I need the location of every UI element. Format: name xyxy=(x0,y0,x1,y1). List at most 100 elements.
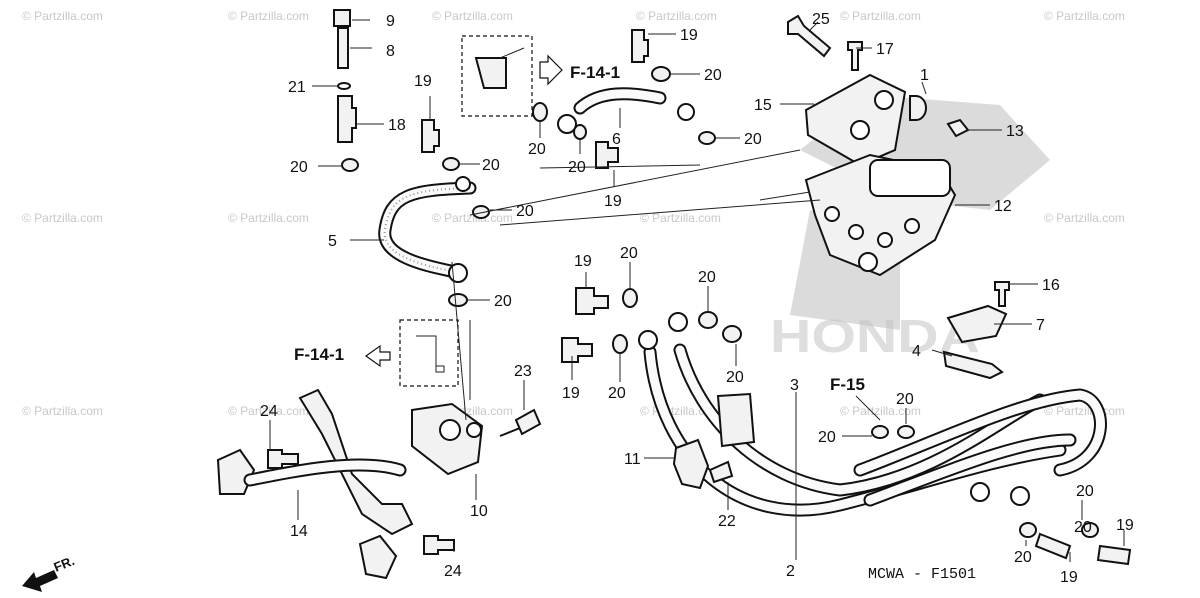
callout-15: 15 xyxy=(754,97,772,114)
callout-20: 20 xyxy=(896,391,914,408)
callout-14: 14 xyxy=(290,523,308,540)
callout-20: 20 xyxy=(704,67,722,84)
callout-3: 3 xyxy=(790,377,799,394)
callout-2: 2 xyxy=(786,563,795,580)
callout-6: 6 xyxy=(612,131,621,148)
bolt-24 xyxy=(423,535,455,555)
brake-hose-5 xyxy=(378,176,477,283)
callout-20: 20 xyxy=(290,159,308,176)
callout-22: 22 xyxy=(718,513,736,530)
callout-24: 24 xyxy=(444,563,462,580)
stay-14-arm xyxy=(298,388,414,536)
stay-plate-4 xyxy=(942,350,1004,380)
reference-arrow-icon xyxy=(539,54,563,86)
callout-20: 20 xyxy=(528,141,546,158)
callout-19: 19 xyxy=(574,253,592,270)
clamp-11 xyxy=(672,438,710,490)
watermark: © Partzilla.com xyxy=(432,211,513,225)
callout-20: 20 xyxy=(1014,549,1032,566)
watermark: © Partzilla.com xyxy=(840,404,921,418)
reference-f-15: F-15 xyxy=(830,375,865,394)
stay-14-plate xyxy=(216,448,256,495)
callout-19: 19 xyxy=(680,27,698,44)
callout-23: 23 xyxy=(514,363,532,380)
callout-1: 1 xyxy=(920,67,929,84)
callout-11: 11 xyxy=(624,451,641,468)
callout-18: 18 xyxy=(388,117,406,134)
callout-20: 20 xyxy=(494,293,512,310)
watermark: © Partzilla.com xyxy=(228,404,309,418)
watermark: © Partzilla.com xyxy=(1044,211,1125,225)
callout-20: 20 xyxy=(744,131,762,148)
brake-pipes-2-3 xyxy=(638,312,1107,517)
clamp-7 xyxy=(946,304,1008,344)
callout-21: 21 xyxy=(288,79,306,96)
hose-eye-fitting xyxy=(448,263,468,283)
delay-valve-modulator-12 xyxy=(804,153,957,277)
reference-box-top xyxy=(461,35,533,117)
callout-labels: 9 8 21 18 20 5 19 20 20 20 19 20 6 20 20… xyxy=(260,11,1134,586)
bushing-1 xyxy=(909,95,927,121)
sealing-washer xyxy=(341,158,359,172)
union-bolt xyxy=(575,287,609,315)
callout-16: 16 xyxy=(1042,277,1060,294)
front-arrow-icon xyxy=(22,570,58,592)
callout-7: 7 xyxy=(1036,317,1045,334)
reference-arrow-icon xyxy=(364,344,391,368)
callout-20: 20 xyxy=(1076,483,1094,500)
callout-24: 24 xyxy=(260,403,278,420)
watermark: © Partzilla.com xyxy=(22,9,103,23)
callout-20: 20 xyxy=(698,269,716,286)
union-bolt-18 xyxy=(337,95,357,143)
union-bolt xyxy=(561,337,593,363)
callout-20: 20 xyxy=(568,159,586,176)
callout-19: 19 xyxy=(562,385,580,402)
reference-f-14-1-top: F-14-1 xyxy=(570,63,620,82)
union-bolt xyxy=(1034,532,1072,560)
bolt-25 xyxy=(787,14,832,58)
bolt-23 xyxy=(499,408,542,437)
callout-20: 20 xyxy=(482,157,500,174)
callout-12: 12 xyxy=(994,198,1012,215)
watermark: © Partzilla.com xyxy=(1044,404,1125,418)
bolt-16 xyxy=(994,281,1010,307)
bolt-24 xyxy=(267,449,299,469)
callout-19: 19 xyxy=(414,73,432,90)
callout-13: 13 xyxy=(1006,123,1024,140)
bleeder-assembly xyxy=(333,9,359,172)
callout-9: 9 xyxy=(386,13,395,30)
callout-20: 20 xyxy=(608,385,626,402)
diagram-code: MCWA - F1501 xyxy=(868,566,976,583)
front-label: FR. xyxy=(52,553,77,575)
callout-4: 4 xyxy=(912,343,921,360)
callout-5: 5 xyxy=(328,233,337,250)
reference-box-left xyxy=(399,319,459,387)
callout-17: 17 xyxy=(876,41,894,58)
watermark: © Partzilla.com xyxy=(22,404,103,418)
brake-hose-6 xyxy=(532,29,716,169)
callout-20: 20 xyxy=(516,203,534,220)
union-bolt xyxy=(1096,544,1132,566)
watermark: © Partzilla.com xyxy=(432,9,513,23)
watermark: © Partzilla.com xyxy=(22,211,103,225)
callout-25: 25 xyxy=(812,11,830,28)
callout-8: 8 xyxy=(386,43,395,60)
bolt-17 xyxy=(847,41,863,71)
washer-21 xyxy=(337,82,351,90)
callout-20: 20 xyxy=(620,245,638,262)
proportioning-valve xyxy=(474,57,507,89)
stay-14-foot xyxy=(358,534,398,580)
watermark: © Partzilla.com xyxy=(640,211,721,225)
union-bolt xyxy=(421,119,490,307)
bleeder-cap xyxy=(333,9,351,27)
watermark: © Partzilla.com xyxy=(636,9,717,23)
callout-19: 19 xyxy=(1060,569,1078,586)
bolt-22 xyxy=(708,460,734,484)
hose-eye-fitting xyxy=(455,176,471,192)
watermark: © Partzilla.com xyxy=(228,9,309,23)
watermark: © Partzilla.com xyxy=(1044,9,1125,23)
callout-19: 19 xyxy=(1116,517,1134,534)
watermark: © Partzilla.com xyxy=(228,211,309,225)
